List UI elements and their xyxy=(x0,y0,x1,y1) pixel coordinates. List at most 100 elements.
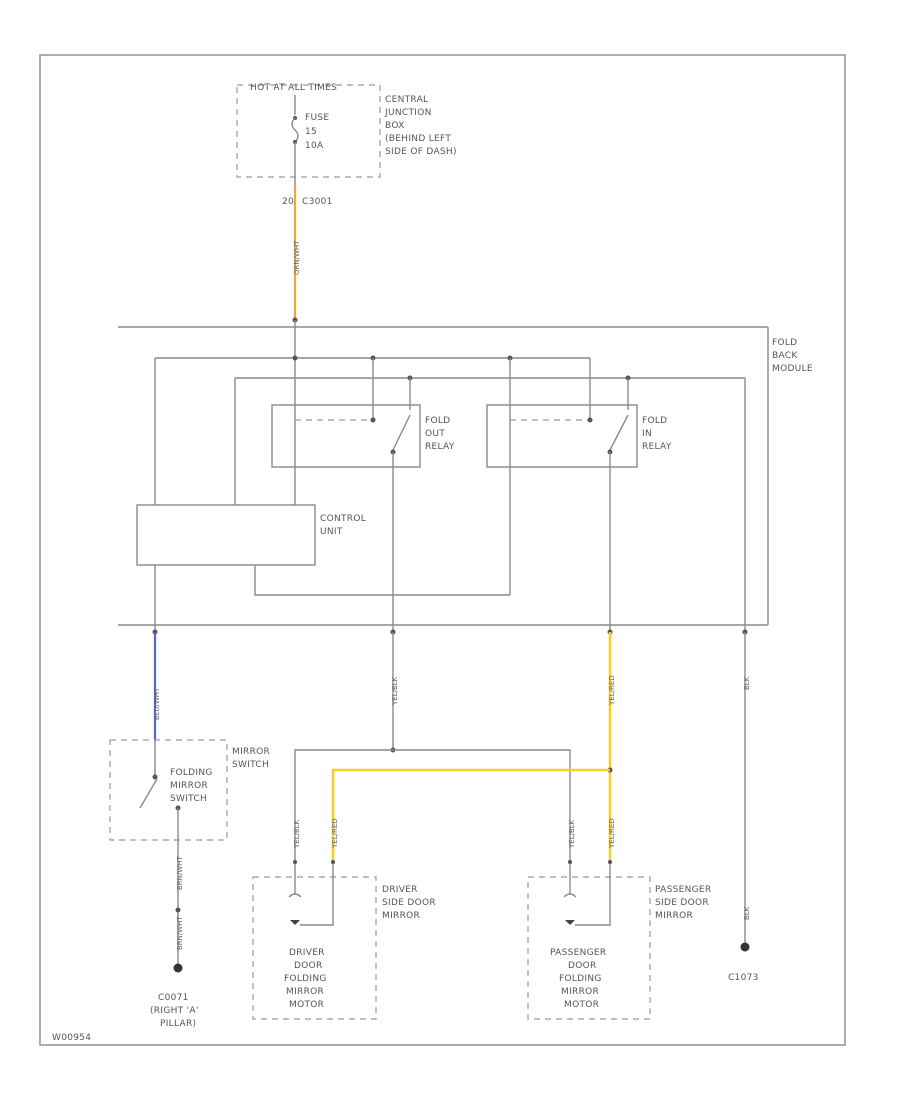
svg-text:BOX: BOX xyxy=(385,121,405,131)
driver-mirror-label: DRIVER SIDE DOOR MIRROR xyxy=(382,885,436,921)
ground-right-label: C1073 xyxy=(728,973,759,983)
svg-text:DRIVER: DRIVER xyxy=(289,948,325,958)
svg-text:SIDE OF DASH): SIDE OF DASH) xyxy=(385,147,457,157)
svg-text:CONTROL: CONTROL xyxy=(320,514,366,524)
passenger-mirror-label: PASSENGER SIDE DOOR MIRROR xyxy=(655,885,711,921)
fuse-connector: C3001 xyxy=(302,197,333,207)
diagram-code: W00954 xyxy=(52,1033,91,1043)
svg-text:DOOR: DOOR xyxy=(568,961,597,971)
control-unit-box xyxy=(136,504,316,566)
svg-text:FOLDING: FOLDING xyxy=(559,974,602,984)
control-wire xyxy=(254,565,510,596)
fuse-symbol xyxy=(291,95,299,185)
svg-text:FOLD: FOLD xyxy=(642,416,667,426)
svg-text:RELAY: RELAY xyxy=(642,442,672,452)
contact-dot xyxy=(152,774,158,780)
svg-text:SIDE DOOR: SIDE DOOR xyxy=(655,898,709,908)
ground-wire-lower-label: BLK xyxy=(743,906,751,920)
svg-text:SIDE DOOR: SIDE DOOR xyxy=(382,898,436,908)
yel-red-branch xyxy=(331,768,610,860)
connector-dot xyxy=(568,860,572,864)
module-mid-label: YEL/BLK xyxy=(391,676,399,706)
svg-text:MIRROR: MIRROR xyxy=(561,987,599,997)
svg-text:FOLDING: FOLDING xyxy=(284,974,327,984)
svg-text:MIRROR: MIRROR xyxy=(382,911,420,921)
svg-text:CENTRAL: CENTRAL xyxy=(385,95,428,105)
mirror-wire xyxy=(300,920,334,926)
passenger-motor-label: PASSENGER DOOR FOLDING MIRROR MOTOR xyxy=(550,948,606,1010)
svg-text:DRIVER: DRIVER xyxy=(382,885,418,895)
connector-symbol xyxy=(563,893,577,898)
svg-text:FOLDING: FOLDING xyxy=(170,768,213,778)
contact-dot xyxy=(370,417,376,423)
connector-dot xyxy=(293,860,297,864)
ground-symbol-left xyxy=(173,963,183,973)
contact-dot xyxy=(587,417,593,423)
yel-blk-branch xyxy=(294,749,571,860)
ground-wire-label: BLK xyxy=(743,676,751,690)
folding-switch-arm xyxy=(139,778,158,809)
svg-text:PASSENGER: PASSENGER xyxy=(655,885,711,895)
fold-in-relay-box xyxy=(486,404,638,468)
module-right-label: YEL/RED xyxy=(608,675,616,706)
svg-text:JUNCTION: JUNCTION xyxy=(384,108,432,118)
svg-text:10A: 10A xyxy=(305,141,324,151)
svg-text:MOTOR: MOTOR xyxy=(564,1000,599,1010)
fuse-pin: 20 xyxy=(282,197,294,207)
svg-text:DOOR: DOOR xyxy=(294,961,323,971)
connector-symbol xyxy=(288,893,302,898)
passenger-mirror-box xyxy=(527,876,651,1020)
svg-text:PILLAR): PILLAR) xyxy=(160,1019,196,1029)
svg-text:(BEHIND LEFT: (BEHIND LEFT xyxy=(385,134,451,144)
switch-ground-label-2: BRN/WHT xyxy=(176,916,184,950)
svg-text:FOLD: FOLD xyxy=(425,416,450,426)
fuse-header: HOT AT ALL TIMES xyxy=(250,83,337,93)
svg-text:MODULE: MODULE xyxy=(772,364,813,374)
feed-wire-label: ORN/WHT xyxy=(293,240,301,275)
svg-text:BACK: BACK xyxy=(772,351,798,361)
module-name: FOLD BACK MODULE xyxy=(772,338,813,374)
fuse-location: CENTRAL JUNCTION BOX (BEHIND LEFT SIDE O… xyxy=(384,95,457,157)
svg-text:SWITCH: SWITCH xyxy=(232,760,269,770)
switch-ground-label-1: BRN/WHT xyxy=(176,856,184,890)
driver-right-wire-label: YEL/RED xyxy=(331,818,339,849)
switch-wire-label: BLU/WHT xyxy=(153,687,161,720)
svg-text:OUT: OUT xyxy=(425,429,445,439)
control-unit-label: CONTROL UNIT xyxy=(320,514,366,537)
fold-out-relay-box xyxy=(271,404,421,468)
folding-switch-label: FOLDING MIRROR SWITCH xyxy=(170,768,213,804)
mirror-switch-box xyxy=(109,739,228,841)
driver-motor-icon xyxy=(290,920,300,925)
driver-left-wire-label: YEL/BLK xyxy=(293,819,301,849)
svg-text:IN: IN xyxy=(642,429,652,439)
passenger-motor-icon xyxy=(565,920,575,925)
connector-dot xyxy=(608,860,612,864)
svg-text:SWITCH: SWITCH xyxy=(170,794,207,804)
svg-text:MOTOR: MOTOR xyxy=(289,1000,324,1010)
fold-out-relay-label: FOLD OUT RELAY xyxy=(425,416,455,452)
mirror-switch-label: MIRROR SWITCH xyxy=(232,747,270,770)
junction-dot xyxy=(175,907,181,913)
svg-text:15: 15 xyxy=(305,127,317,137)
diagram-frame xyxy=(39,54,846,1046)
fold-in-relay-label: FOLD IN RELAY xyxy=(642,416,672,452)
fuse-text: FUSE 15 10A xyxy=(305,113,329,151)
svg-text:UNIT: UNIT xyxy=(320,527,343,537)
ground-symbol-right xyxy=(740,942,750,952)
passenger-right-wire-label: YEL/RED xyxy=(608,818,616,849)
junction-dot xyxy=(292,355,298,361)
driver-motor-label: DRIVER DOOR FOLDING MIRROR MOTOR xyxy=(284,948,327,1010)
ground-left-label: C0071 (RIGHT 'A' PILLAR) xyxy=(150,993,199,1029)
svg-text:PASSENGER: PASSENGER xyxy=(550,948,606,958)
fold-out-switch-arm xyxy=(392,414,411,451)
svg-text:RELAY: RELAY xyxy=(425,442,455,452)
fold-in-switch-arm xyxy=(609,414,629,451)
svg-text:FOLD: FOLD xyxy=(772,338,797,348)
svg-text:MIRROR: MIRROR xyxy=(232,747,270,757)
passenger-left-wire-label: YEL/BLK xyxy=(568,819,576,849)
svg-text:MIRROR: MIRROR xyxy=(286,987,324,997)
svg-text:(RIGHT 'A': (RIGHT 'A' xyxy=(150,1006,199,1016)
svg-text:C0071: C0071 xyxy=(158,993,189,1003)
mirror-wire xyxy=(575,920,611,926)
svg-text:FUSE: FUSE xyxy=(305,113,329,123)
